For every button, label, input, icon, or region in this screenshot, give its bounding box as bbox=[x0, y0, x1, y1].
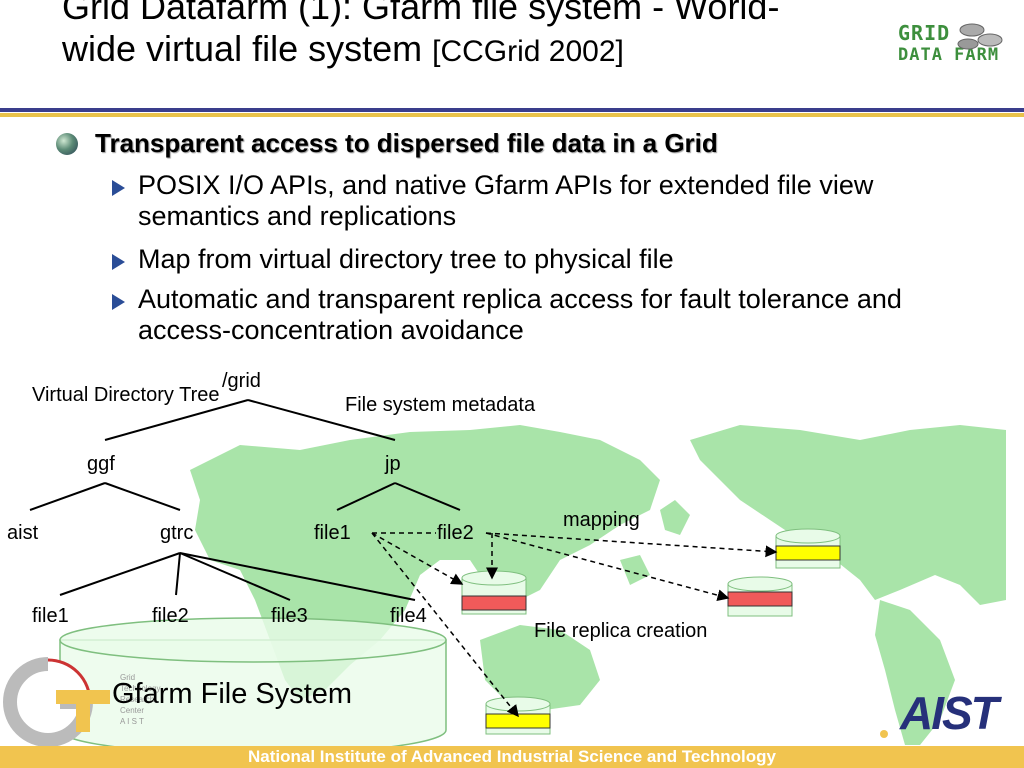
node-gtrc: gtrc bbox=[160, 522, 194, 544]
node-ggf: ggf bbox=[87, 453, 115, 475]
logo-datafarm-text: DATA FARM bbox=[898, 45, 1000, 65]
metadata-label: File system metadata bbox=[345, 394, 536, 416]
grid-datafarm-logo: GRID DATA FARM bbox=[898, 22, 1008, 88]
gfarm-file-system-label: Gfarm File System bbox=[112, 678, 353, 710]
sub-bullet-2: Map from virtual directory tree to physi… bbox=[138, 244, 674, 274]
footer-text: National Institute of Advanced Industria… bbox=[247, 747, 777, 766]
sub-bullet-1: POSIX I/O APIs, and native Gfarm APIs fo… bbox=[138, 170, 874, 231]
gtrc-logo-text: Grid Technology Research Center A I S T bbox=[120, 672, 160, 727]
arrow-bullet-icon bbox=[112, 294, 125, 310]
node-gtrc-file4: file4 bbox=[390, 605, 427, 627]
storage-node-1 bbox=[461, 570, 527, 615]
gtrc-line: Grid bbox=[120, 673, 136, 682]
mapping-label: mapping bbox=[563, 509, 640, 531]
arrow-bullet-icon bbox=[112, 254, 125, 270]
gtrc-logo bbox=[3, 657, 110, 747]
aist-logo: AIST bbox=[900, 687, 999, 739]
aist-logo-mark bbox=[880, 730, 888, 738]
farm-disks-icon bbox=[957, 23, 1003, 50]
gtrc-line: Research bbox=[120, 695, 155, 704]
title-main: Grid Datafarm (1): Gfarm file system - W… bbox=[62, 0, 780, 69]
node-jp-file2: file2 bbox=[437, 522, 474, 544]
storage-node-3 bbox=[727, 576, 793, 617]
arrow-bullet-icon bbox=[112, 180, 125, 196]
tree-edges bbox=[29, 399, 461, 601]
main-bullet: Transparent access to dispersed file dat… bbox=[95, 128, 718, 158]
node-gtrc-file2: file2 bbox=[152, 605, 189, 627]
node-jp-file1: file1 bbox=[314, 522, 351, 544]
root-node: /grid bbox=[222, 370, 261, 392]
mapping-arrows bbox=[371, 532, 778, 718]
node-jp: jp bbox=[385, 453, 401, 475]
logo-grid-text: GRID bbox=[898, 21, 951, 45]
footer-bar bbox=[0, 746, 1024, 768]
gfarm-cylinder bbox=[59, 617, 447, 755]
slide-title: Grid Datafarm (1): Gfarm file system - W… bbox=[62, 0, 852, 73]
title-reference: [CCGrid 2002] bbox=[432, 35, 624, 68]
gtrc-line: Center bbox=[120, 706, 145, 715]
node-gtrc-file3: file3 bbox=[271, 605, 308, 627]
storage-node-2 bbox=[775, 528, 841, 569]
node-gtrc-file1: file1 bbox=[32, 605, 69, 627]
sphere-bullet-icon bbox=[56, 133, 78, 155]
header-rule-blue bbox=[0, 108, 1024, 112]
node-aist: aist bbox=[7, 522, 39, 544]
header-rule-gold bbox=[0, 113, 1024, 117]
gtrc-line: A I S T bbox=[120, 717, 144, 726]
storage-node-4 bbox=[485, 696, 551, 735]
gtrc-line: Technology bbox=[120, 684, 161, 693]
replica-creation-label: File replica creation bbox=[534, 620, 708, 642]
virtual-directory-tree-label: Virtual Directory Tree bbox=[32, 384, 220, 406]
sub-bullet-3: Automatic and transparent replica access… bbox=[138, 284, 902, 345]
